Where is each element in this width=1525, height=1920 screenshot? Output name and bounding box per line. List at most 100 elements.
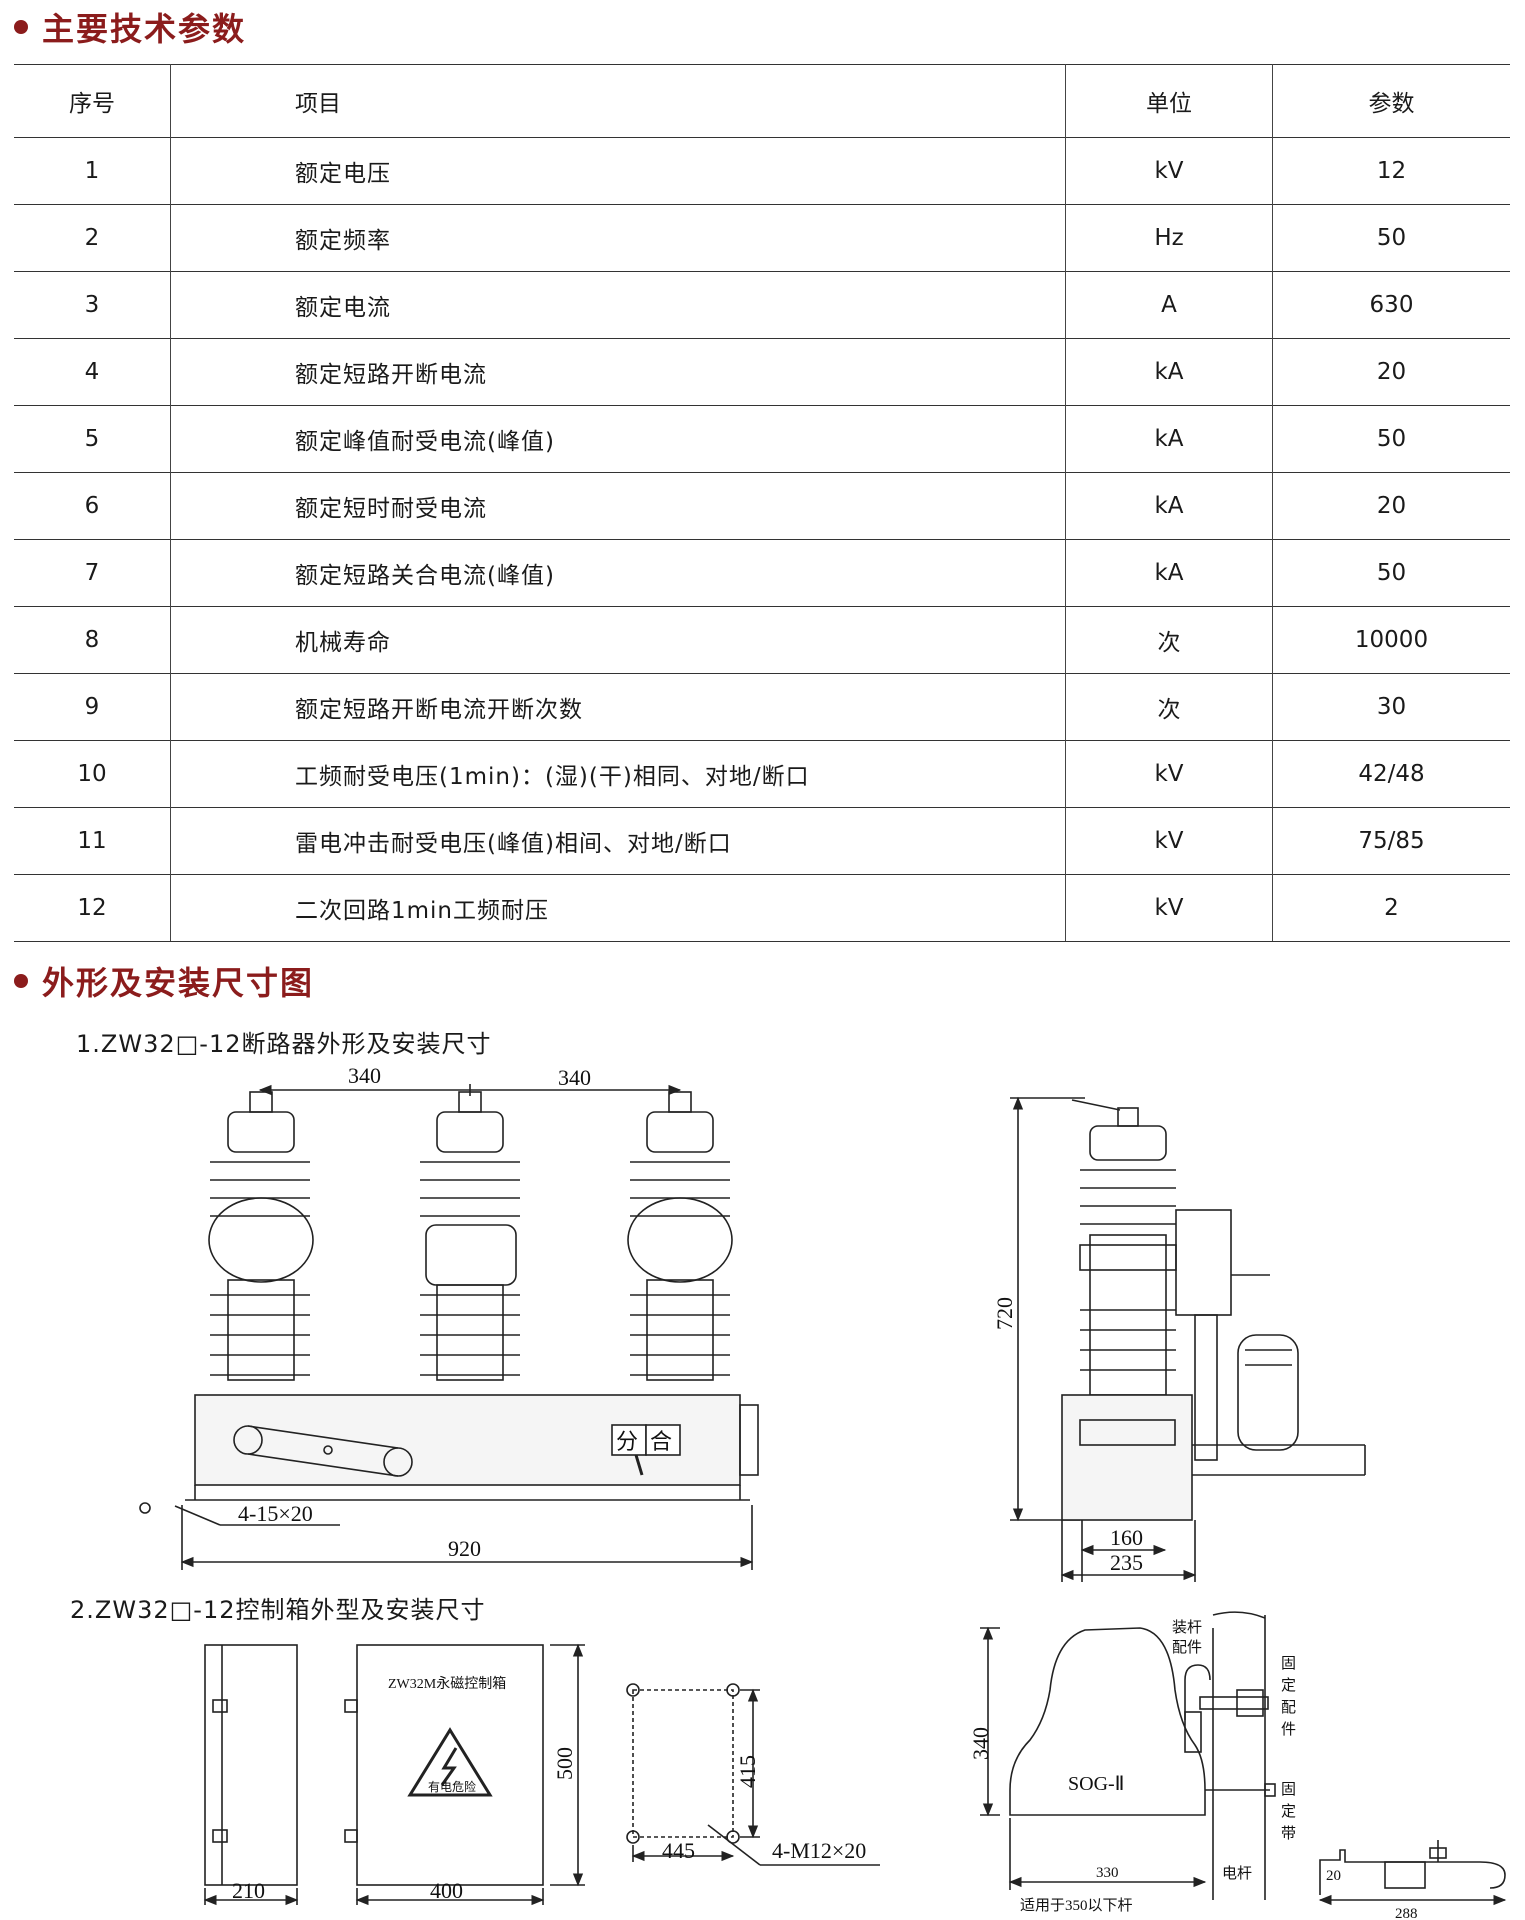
label-fixing-strap-3: 带 bbox=[1281, 1825, 1296, 1842]
cell-value: 20 bbox=[1272, 472, 1510, 540]
dim-spacing-left: 340 bbox=[348, 1063, 381, 1088]
box-title: ZW32M永磁控制箱 bbox=[388, 1676, 506, 1692]
control-box-front-view: ZW32M永磁控制箱 有电危险 500 400 bbox=[344, 1643, 585, 1906]
cell-value: 10000 bbox=[1272, 606, 1510, 674]
label-fixing-fitting-2: 定 bbox=[1281, 1677, 1296, 1694]
cell-index: 2 bbox=[14, 204, 171, 272]
figure2-caption: 2.ZW32□-12控制箱外型及安装尺寸 bbox=[70, 1596, 486, 1624]
cell-unit: kV bbox=[1065, 740, 1273, 808]
cell-item: 额定峰值耐受电流(峰值) bbox=[170, 405, 1066, 473]
cell-value: 12 bbox=[1272, 137, 1510, 205]
cell-index: 12 bbox=[14, 874, 171, 942]
mounting-hole-pattern: 415 445 4-M12×20 bbox=[626, 1683, 880, 1866]
dim-height: 720 bbox=[992, 1297, 1017, 1330]
cell-item: 额定短路关合电流(峰值) bbox=[170, 539, 1066, 607]
cell-item: 额定短路开断电流 bbox=[170, 338, 1066, 406]
header-item: 项目 bbox=[170, 64, 1066, 138]
label-fixing-fitting-4: 件 bbox=[1281, 1721, 1296, 1738]
header-index: 序号 bbox=[14, 64, 171, 138]
cell-item: 额定电流 bbox=[170, 271, 1066, 339]
section-title-params: 主要技术参数 bbox=[14, 4, 246, 50]
dim-pole-width: 330 bbox=[1096, 1865, 1119, 1881]
cell-item: 额定短时耐受电流 bbox=[170, 472, 1066, 540]
cell-value: 50 bbox=[1272, 204, 1510, 272]
cell-item: 额定电压 bbox=[170, 137, 1066, 205]
label-fixing-strap-2: 定 bbox=[1281, 1803, 1296, 1820]
label-pole-fitting-1: 装杆 bbox=[1172, 1619, 1202, 1636]
cell-index: 3 bbox=[14, 271, 171, 339]
cell-value: 50 bbox=[1272, 405, 1510, 473]
control-box-side-view: 210 bbox=[203, 1644, 299, 1906]
cell-value: 630 bbox=[1272, 271, 1510, 339]
cell-index: 8 bbox=[14, 606, 171, 674]
cell-item: 机械寿命 bbox=[170, 606, 1066, 674]
label-fixing-fitting-3: 配 bbox=[1281, 1699, 1296, 1716]
cell-unit: kV bbox=[1065, 807, 1273, 875]
section-title-text: 主要技术参数 bbox=[42, 10, 247, 48]
cell-unit: kA bbox=[1065, 338, 1273, 406]
breaker-side-view: 720 160 235 bbox=[992, 1096, 1366, 1582]
cell-value: 50 bbox=[1272, 539, 1510, 607]
dim-mount-holes: 4-15×20 bbox=[238, 1501, 313, 1526]
cell-unit: kA bbox=[1065, 405, 1273, 473]
cell-index: 11 bbox=[14, 807, 171, 875]
cell-value: 30 bbox=[1272, 673, 1510, 741]
dim-bolts: 4-M12×20 bbox=[772, 1838, 866, 1863]
cell-index: 7 bbox=[14, 539, 171, 607]
cell-item: 工频耐受电压(1min)：(湿)(干)相同、对地/断口 bbox=[170, 740, 1066, 808]
cell-unit: kV bbox=[1065, 137, 1273, 205]
dim-side-width: 210 bbox=[232, 1878, 265, 1903]
warning-triangle-icon bbox=[407, 1727, 493, 1797]
dim-box-width: 400 bbox=[430, 1878, 463, 1903]
cell-index: 10 bbox=[14, 740, 171, 808]
sog-pole-mount-view: 340 SOG-Ⅱ 装杆 配件 固 定 配 件 固 定 带 电杆 330 适用于… bbox=[968, 1611, 1507, 1920]
bullet-icon bbox=[14, 20, 28, 34]
header-unit: 单位 bbox=[1065, 64, 1273, 138]
note-pole-size: 适用于350以下杆 bbox=[1020, 1897, 1133, 1914]
insulator-left bbox=[208, 1091, 314, 1381]
cell-index: 5 bbox=[14, 405, 171, 473]
label-open: 分 bbox=[616, 1429, 638, 1454]
cell-index: 6 bbox=[14, 472, 171, 540]
cell-item: 额定频率 bbox=[170, 204, 1066, 272]
dim-pole-height: 340 bbox=[968, 1727, 993, 1760]
label-fixing-strap-1: 固 bbox=[1281, 1781, 1296, 1798]
cell-unit: Hz bbox=[1065, 204, 1273, 272]
dim-base-outer: 235 bbox=[1110, 1550, 1143, 1575]
label-pole: 电杆 bbox=[1222, 1865, 1252, 1882]
cell-item: 二次回路1min工频耐压 bbox=[170, 874, 1066, 942]
section-title-text: 外形及安装尺寸图 bbox=[42, 964, 315, 1002]
dim-spacing-right: 340 bbox=[558, 1065, 591, 1090]
cell-unit: A bbox=[1065, 271, 1273, 339]
label-fixing-fitting: 固 bbox=[1281, 1655, 1296, 1672]
warning-text: 有电危险 bbox=[428, 1779, 476, 1794]
cell-index: 9 bbox=[14, 673, 171, 741]
cell-value: 2 bbox=[1272, 874, 1510, 942]
label-pole-fitting-2: 配件 bbox=[1172, 1639, 1202, 1656]
breaker-front-view: 340 340 bbox=[139, 1063, 759, 1570]
sog-model-label: SOG-Ⅱ bbox=[1068, 1773, 1125, 1795]
figure1-caption: 1.ZW32□-12断路器外形及安装尺寸 bbox=[76, 1030, 492, 1058]
cell-item: 雷电冲击耐受电压(峰值)相间、对地/断口 bbox=[170, 807, 1066, 875]
insulator-right bbox=[627, 1091, 733, 1381]
dim-bracket-width: 288 bbox=[1395, 1906, 1418, 1920]
section-title-dimensions: 外形及安装尺寸图 bbox=[14, 958, 314, 1004]
insulator-middle bbox=[420, 1091, 520, 1381]
cell-value: 42/48 bbox=[1272, 740, 1510, 808]
dim-box-height: 500 bbox=[552, 1747, 577, 1780]
bullet-icon bbox=[14, 974, 28, 988]
cell-unit: kV bbox=[1065, 874, 1273, 942]
cell-unit: 次 bbox=[1065, 673, 1273, 741]
dim-hole-horizontal: 445 bbox=[662, 1838, 695, 1863]
header-value: 参数 bbox=[1272, 64, 1510, 138]
